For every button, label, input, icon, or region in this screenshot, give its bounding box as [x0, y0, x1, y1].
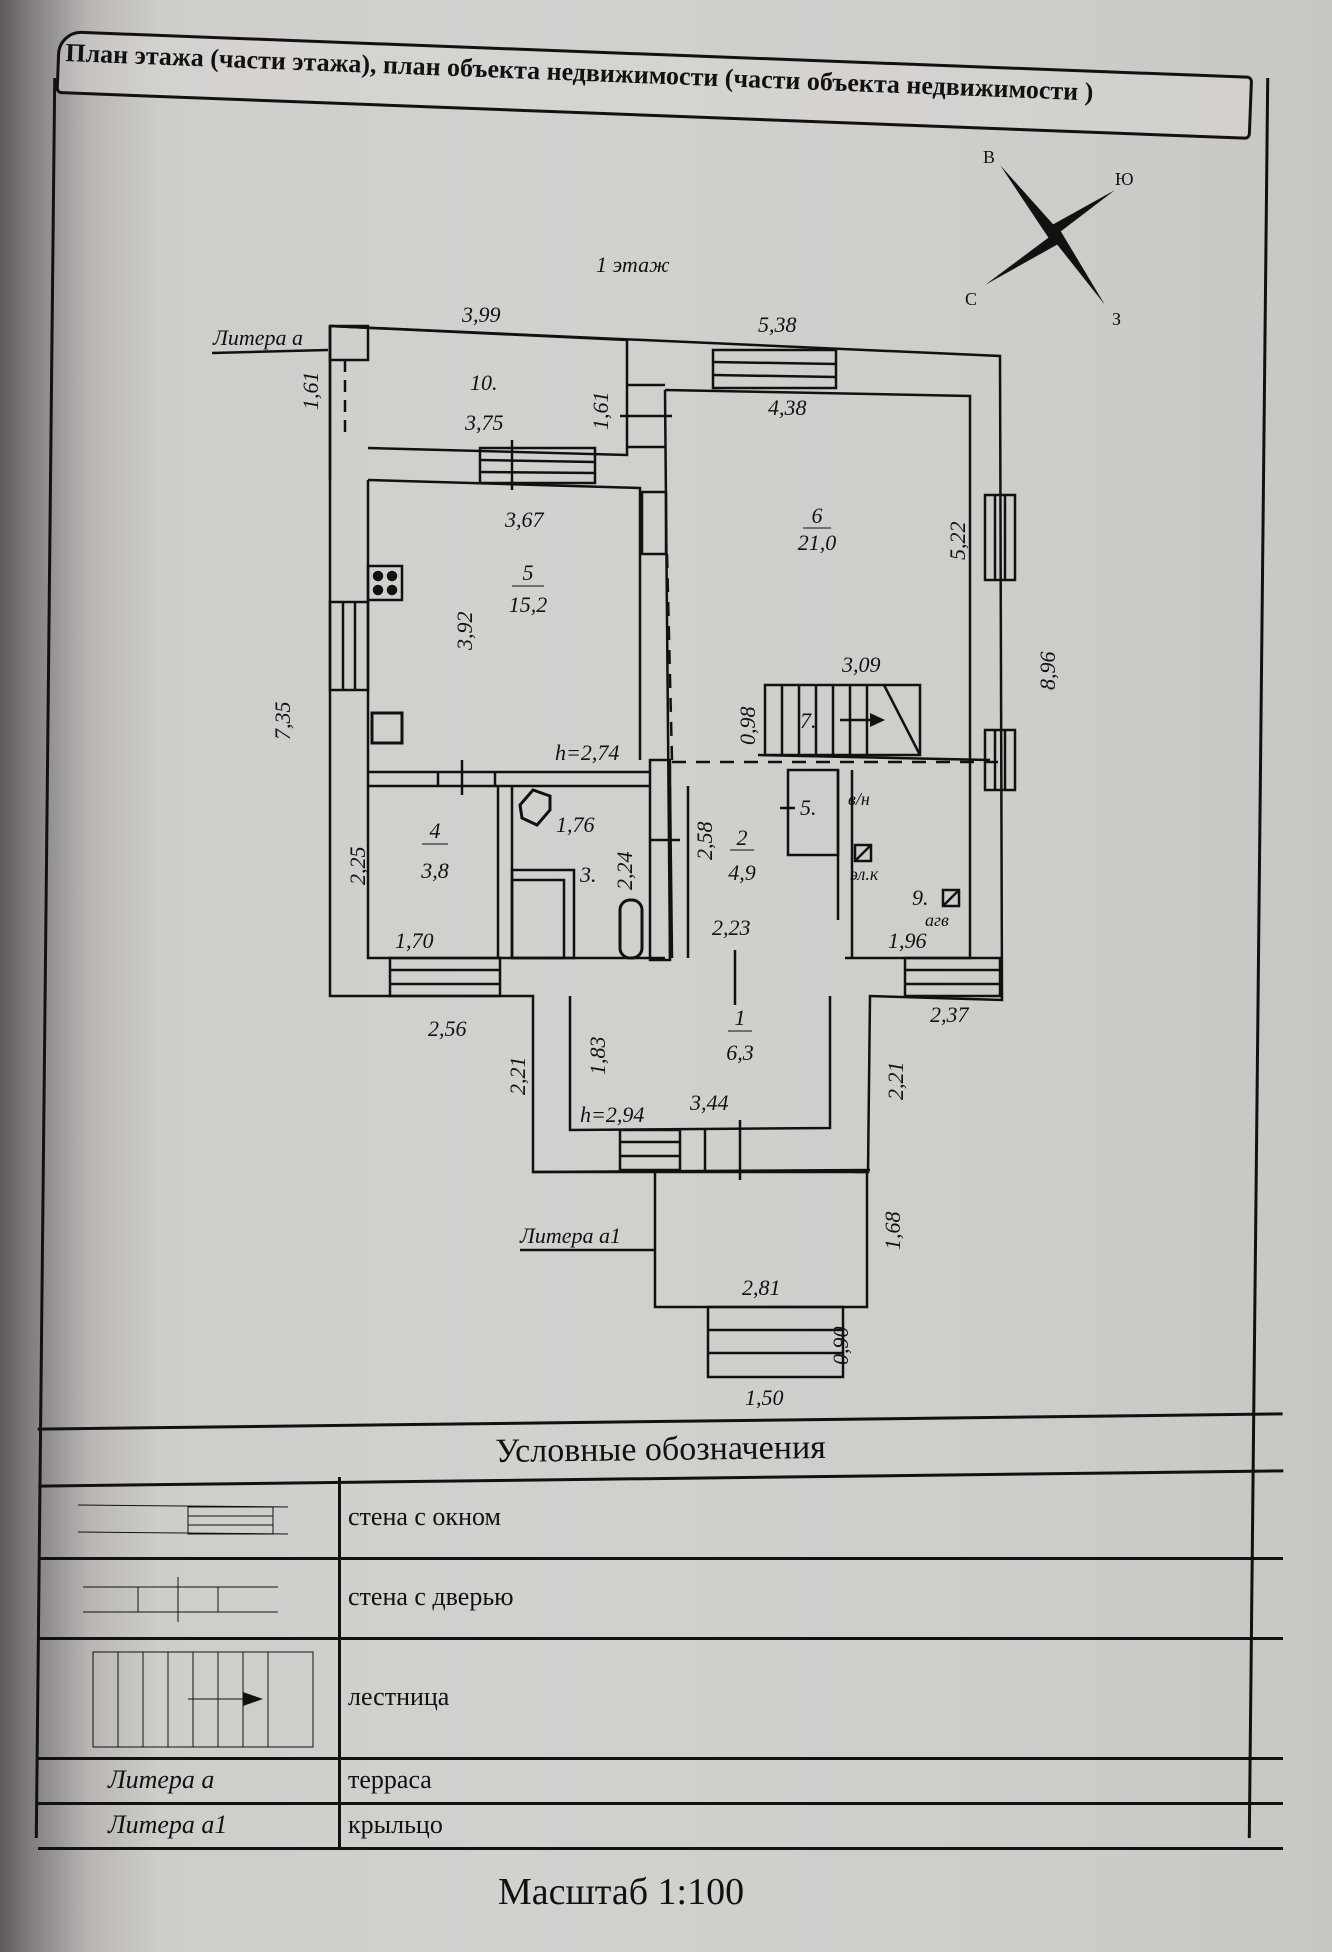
dim-2-56: 2,56	[428, 1016, 467, 1041]
dim-2-25: 2,25	[345, 847, 370, 886]
door-wall-symbol	[38, 1557, 341, 1637]
legend-label-stairs: лестница	[348, 1682, 450, 1711]
dim-1-61-mid: 1,61	[588, 392, 613, 431]
dim-0-98: 0,98	[735, 707, 760, 746]
dim-4-38: 4,38	[768, 395, 807, 420]
walls	[211, 324, 1017, 1379]
room-4-area: 3,8	[420, 858, 449, 883]
height-main: h=2,74	[555, 740, 619, 765]
dim-0-90: 0,90	[828, 1327, 853, 1366]
stairs-icon	[92, 1651, 314, 1748]
water-heater-label: в/н	[848, 789, 870, 809]
room-10-number: 10.	[470, 370, 498, 395]
dim-3-75: 3,75	[464, 410, 504, 435]
legend-symbol-litera-a1: Литера а1	[108, 1809, 228, 1839]
room-1-number: 1	[735, 1005, 746, 1030]
dim-2-21-left: 2,21	[505, 1057, 530, 1096]
compass-label-east: В	[983, 147, 995, 167]
dim-3-09: 3,09	[841, 652, 881, 677]
room-2-area: 4,9	[728, 860, 756, 885]
room-6-area: 21,0	[798, 530, 837, 555]
electric-label: эл.к	[850, 864, 879, 884]
door-wall-icon	[83, 1577, 278, 1622]
room-6-number: 6	[812, 503, 823, 528]
room-5-number: 5	[523, 560, 534, 585]
room-4-number: 4	[430, 818, 441, 843]
gas-boiler-label: агв	[925, 910, 949, 930]
dim-7-35: 7,35	[270, 702, 295, 741]
room-5b-number: 5.	[800, 795, 817, 820]
room-9-number: 9.	[912, 885, 929, 910]
room-7-number: 7.	[800, 708, 817, 733]
stairs-symbol	[38, 1637, 341, 1757]
dim-2-24: 2,24	[612, 852, 637, 891]
legend-row-window: стена с окном	[38, 1477, 1283, 1560]
dim-1-61-left: 1,61	[298, 372, 323, 411]
legend-row-terrace: Литера а терраса	[38, 1757, 1283, 1805]
dim-3-67: 3,67	[504, 507, 545, 532]
window-wall-symbol	[38, 1477, 341, 1557]
dim-1-70: 1,70	[395, 928, 434, 953]
dim-3-92: 3,92	[452, 612, 477, 652]
scale-label: Масштаб 1:100	[498, 1871, 745, 1913]
compass-label-north: С	[965, 289, 977, 309]
legend-label-porch: крыльцо	[348, 1809, 443, 1839]
dim-1-96: 1,96	[888, 928, 927, 953]
floor-label: 1 этаж	[596, 252, 670, 277]
legend-row-porch: Литера а1 крыльцо	[38, 1802, 1283, 1850]
window-wall-icon	[77, 1504, 289, 1535]
litera-a1-label: Литера а1	[519, 1223, 621, 1248]
dim-3-99: 3,99	[461, 302, 501, 327]
litera-a-label: Литера а	[212, 325, 303, 350]
dim-3-44: 3,44	[689, 1090, 729, 1115]
dim-1-50: 1,50	[745, 1385, 784, 1410]
dim-2-21-right: 2,21	[883, 1062, 908, 1101]
room-3-number: 3.	[579, 862, 597, 887]
legend-label-window: стена с окном	[348, 1502, 501, 1531]
dim-5-22: 5,22	[945, 522, 970, 561]
height-entrance: h=2,94	[580, 1102, 644, 1127]
compass-label-south: Ю	[1115, 169, 1134, 189]
legend-label-door: стена с дверью	[348, 1582, 514, 1611]
legend-label-terrace: терраса	[348, 1764, 432, 1794]
dim-8-96: 8,96	[1035, 652, 1060, 691]
dim-2-37: 2,37	[930, 1002, 970, 1027]
dim-2-23: 2,23	[712, 915, 751, 940]
dim-2-81: 2,81	[742, 1275, 781, 1300]
dim-1-83: 1,83	[585, 1037, 610, 1076]
dim-1-68: 1,68	[880, 1212, 905, 1251]
room-1-area: 6,3	[726, 1040, 754, 1065]
dim-2-58: 2,58	[692, 822, 717, 861]
room-5-area: 15,2	[509, 592, 548, 617]
dim-5-38: 5,38	[758, 312, 797, 337]
legend-row-stairs: лестница	[38, 1637, 1283, 1760]
room-2-number: 2	[737, 825, 748, 850]
dim-1-76: 1,76	[556, 812, 595, 837]
compass-label-west: З	[1112, 309, 1121, 329]
legend-row-door: стена с дверью	[38, 1557, 1283, 1640]
compass-icon: В Ю С З	[965, 147, 1134, 329]
legend-symbol-litera-a: Литера а	[108, 1764, 215, 1794]
